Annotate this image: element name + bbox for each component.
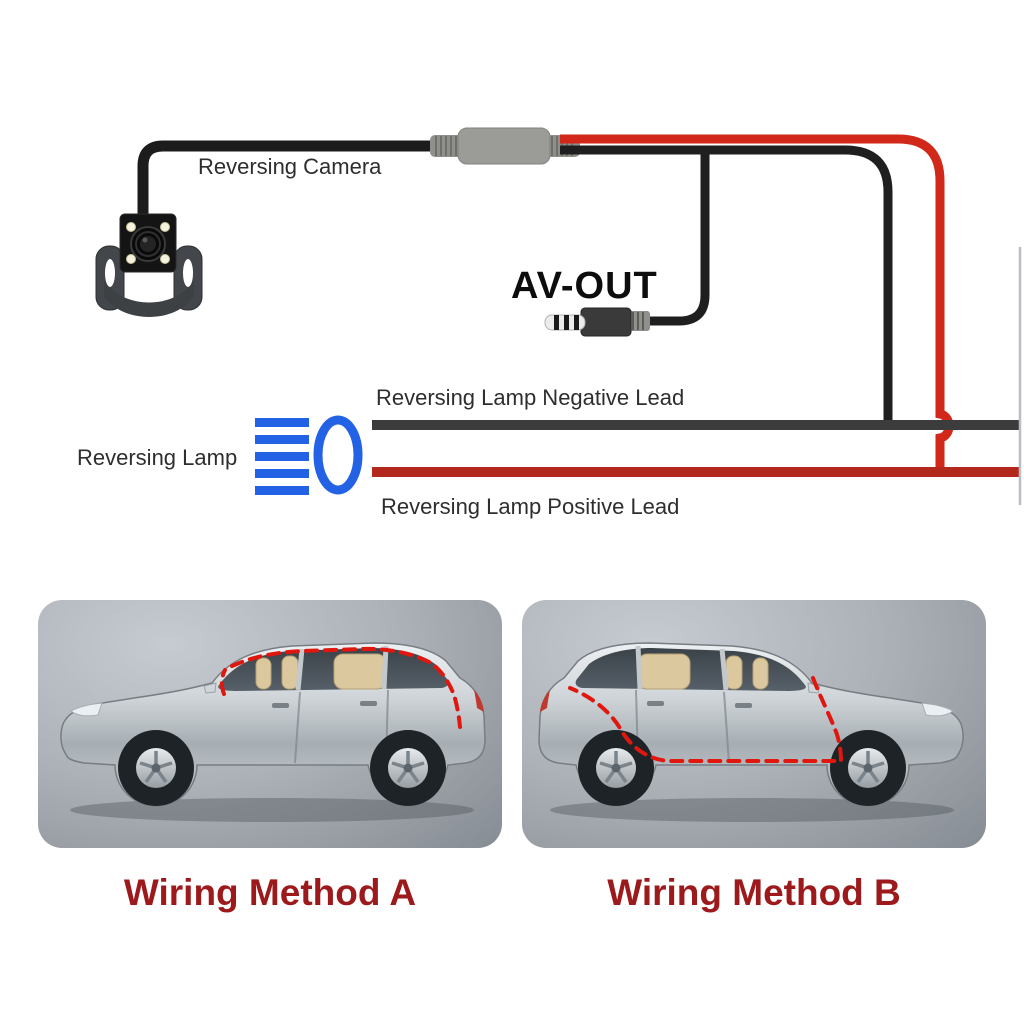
- car-illustration-b: [522, 600, 986, 848]
- video-wire-black: [560, 145, 893, 423]
- positive-lead-label: Reversing Lamp Positive Lead: [381, 494, 680, 519]
- car-illustration-a: [38, 600, 502, 848]
- av-branch-wire: [648, 150, 710, 326]
- wiring-method-a-photo: [38, 600, 502, 848]
- roof-cable-route: [219, 646, 462, 729]
- wiring-method-a-caption: Wiring Method A: [123, 872, 417, 913]
- camera-cable: [137, 140, 442, 224]
- inline-converter-icon: [430, 127, 580, 165]
- negative-lead-label: Reversing Lamp Negative Lead: [376, 385, 685, 410]
- reversing-lamp-label: Reversing Lamp: [77, 445, 238, 470]
- wiring-diagram: [95, 127, 1022, 505]
- power-wire-red: [560, 134, 954, 474]
- camera-label: Reversing Camera: [198, 154, 382, 179]
- av-jack-icon: [544, 307, 650, 337]
- av-out-label: AV-OUT: [511, 265, 658, 307]
- reversing-lamp-icon: [255, 415, 363, 495]
- sill-cable-route: [568, 676, 844, 763]
- wiring-method-b-photo: [522, 600, 986, 848]
- rear-camera-icon: [95, 213, 203, 317]
- wiring-method-b-caption: Wiring Method B: [607, 872, 901, 913]
